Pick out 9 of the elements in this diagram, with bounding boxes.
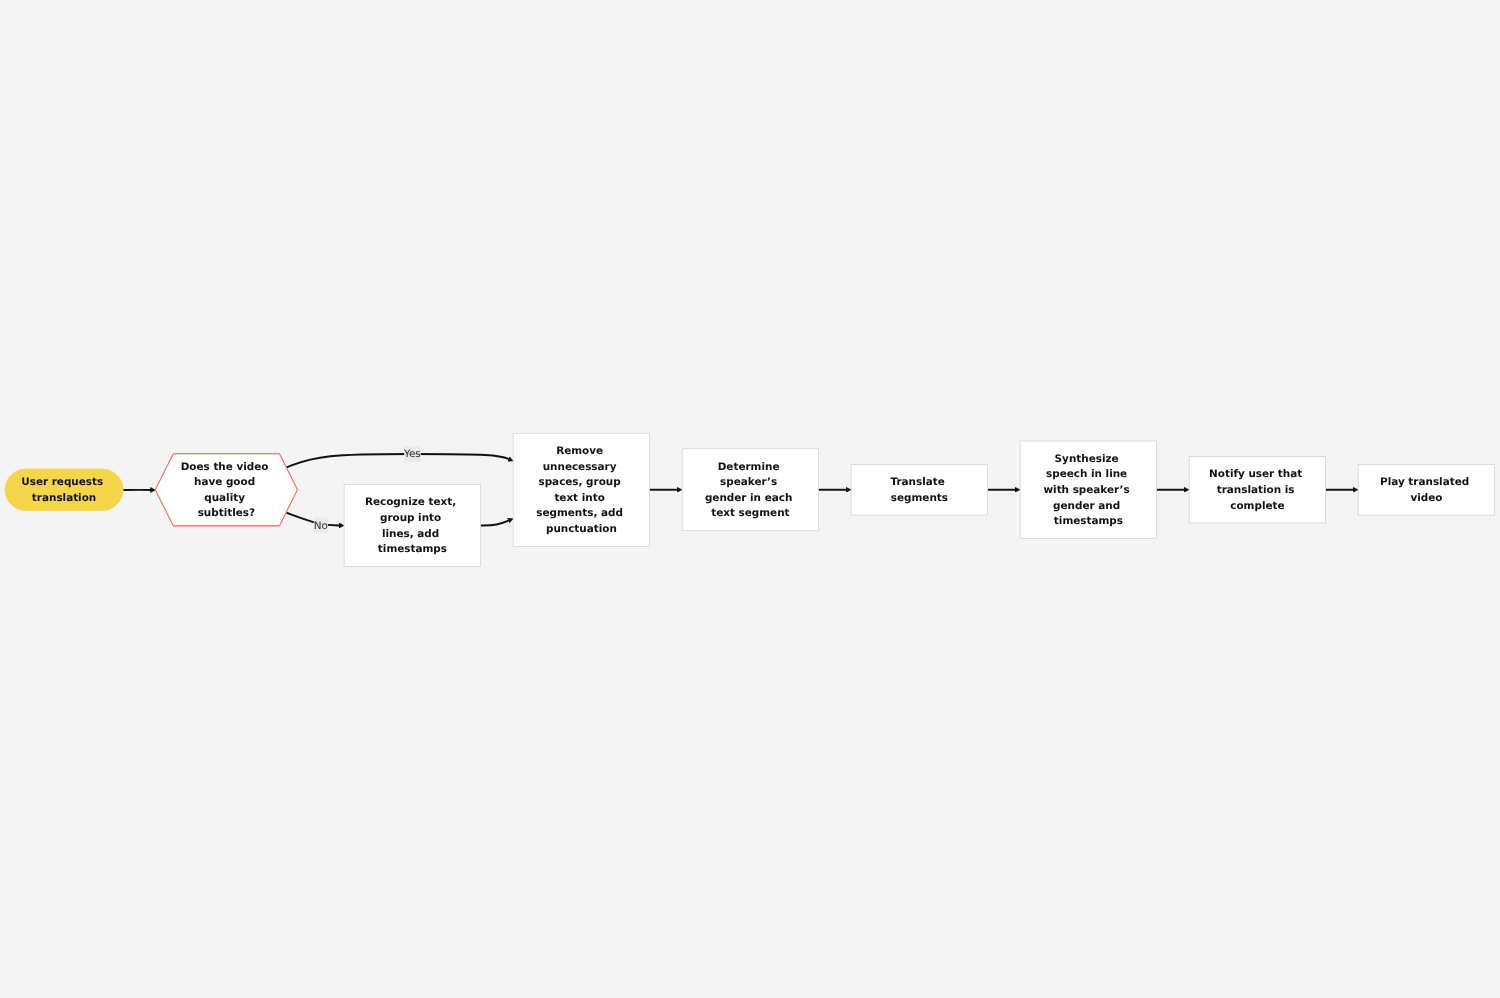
arrow bbox=[479, 517, 514, 526]
arrow bbox=[285, 510, 345, 528]
arrow bbox=[285, 452, 514, 468]
arrow bbox=[122, 486, 156, 492]
arrow bbox=[1324, 486, 1359, 492]
arrow bbox=[648, 486, 683, 492]
arrow bbox=[817, 486, 852, 492]
arrow bbox=[986, 486, 1021, 492]
arrow bbox=[1155, 486, 1190, 492]
